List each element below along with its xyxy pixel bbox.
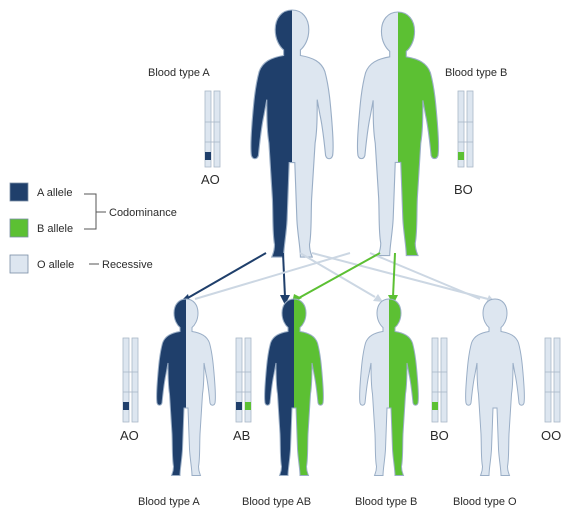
child-4-blood-type: Blood type O — [453, 496, 517, 508]
child-4-chromosome-pair — [545, 338, 560, 422]
legend-swatch-b — [10, 219, 28, 237]
parent-figure-father — [357, 12, 438, 256]
child-2-blood-type: Blood type AB — [242, 496, 311, 508]
child-4-genotype: OO — [541, 428, 561, 443]
legend-o-allele: O allele — [37, 259, 74, 271]
father-genotype: BO — [454, 182, 473, 197]
legend-codominance: Codominance — [109, 207, 177, 219]
child-figure-3 — [360, 299, 419, 476]
father-chromosome-pair — [458, 91, 473, 167]
arrow-mother-a-to-child-2 — [283, 253, 285, 297]
child-3-blood-type: Blood type B — [355, 496, 417, 508]
legend-swatch-a — [10, 183, 28, 201]
child-1-blood-type: Blood type A — [138, 496, 200, 508]
child-figure-2 — [265, 299, 324, 476]
mother-blood-type: Blood type A — [148, 67, 210, 79]
arrow-father-o-to-child-4 — [370, 253, 480, 299]
arrow-mother-a-to-child-1 — [186, 253, 266, 299]
legend-recessive: Recessive — [102, 259, 153, 271]
child-2-genotype: AB — [233, 428, 250, 443]
child-3-chromosome-pair — [432, 338, 447, 422]
arrow-father-o-to-child-1 — [195, 253, 350, 299]
father-blood-type: Blood type B — [445, 67, 507, 79]
child-figure-4 — [466, 299, 525, 476]
child-3-genotype: BO — [430, 428, 449, 443]
child-1-genotype: AO — [120, 428, 139, 443]
legend-b-allele: B allele — [37, 223, 73, 235]
a-allele-band — [205, 152, 211, 160]
parent-figure-mother — [251, 10, 333, 257]
inheritance-arrows — [179, 253, 496, 305]
codominance-bracket — [84, 194, 106, 229]
legend-a-allele: A allele — [37, 187, 72, 199]
child-1-chromosome-pair — [123, 338, 138, 422]
b-allele-band — [458, 152, 464, 160]
mother-chromosome-pair — [205, 91, 220, 167]
legend-swatch-o — [10, 255, 28, 273]
arrow-father-b-to-child-3 — [393, 253, 395, 297]
mother-genotype: AO — [201, 172, 220, 187]
child-figure-1 — [157, 299, 216, 476]
legend: A allele B allele O allele Codominance R… — [10, 183, 177, 273]
child-2-chromosome-pair — [236, 338, 251, 422]
